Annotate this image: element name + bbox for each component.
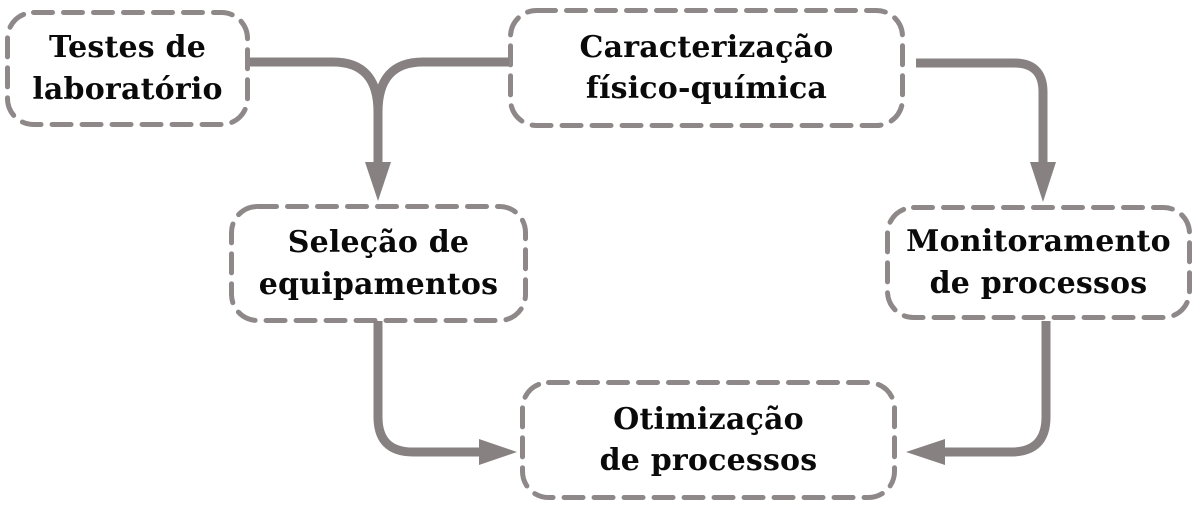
edge-testes-to-selecao xyxy=(250,57,383,166)
node-label-line1: Otimização xyxy=(613,401,804,437)
node-border-monitoramento-processos xyxy=(885,205,1192,320)
node-label: Caracterização físico-química xyxy=(580,27,834,110)
node-label-line2: físico-química xyxy=(585,71,828,106)
edge-caracterizacao-to-selecao xyxy=(373,57,509,113)
node-border-otimizacao-processos xyxy=(520,380,897,500)
node-label-line2: laboratório xyxy=(32,71,223,107)
node-caracterizacao-fisico-quimica: Caracterização físico-química xyxy=(508,8,905,128)
node-border-caracterizacao-fisico-quimica xyxy=(508,8,905,128)
node-label: Testes de laboratório xyxy=(32,27,222,110)
edge-monitoramento-to-otimizacao xyxy=(943,321,1051,457)
edge-caracterizacao-to-monitoramento xyxy=(916,58,1048,166)
arrowhead-right-otimizacao xyxy=(479,439,517,465)
arrowhead-down-monitoramento xyxy=(1030,162,1056,202)
node-selecao-equipamentos: Seleção de equipamentos xyxy=(229,204,528,323)
node-border-testes-laboratorio xyxy=(5,10,250,127)
node-monitoramento-processos: Monitoramento de processos xyxy=(885,205,1192,320)
node-testes-laboratorio: Testes de laboratório xyxy=(5,10,250,127)
node-label-line1: Seleção de xyxy=(287,225,470,261)
arrowhead-left-otimizacao xyxy=(906,439,945,465)
node-label: Seleção de equipamentos xyxy=(259,222,499,305)
node-label-line2: de processos xyxy=(599,443,818,478)
node-label: Monitoramento de processos xyxy=(906,221,1171,304)
node-label-line1: Monitoramento xyxy=(906,224,1171,260)
node-label: Otimização de processos xyxy=(600,399,818,482)
node-label-line2: equipamentos xyxy=(258,266,499,302)
node-otimizacao-processos: Otimização de processos xyxy=(520,380,897,500)
node-border-selecao-equipamentos xyxy=(229,204,528,323)
node-label-line2: de processos xyxy=(929,265,1148,301)
edge-selecao-to-otimizacao xyxy=(373,321,481,457)
arrowhead-down-selecao xyxy=(365,162,391,201)
node-label-line1: Caracterização xyxy=(579,29,834,65)
node-label-line1: Testes de xyxy=(48,30,206,66)
